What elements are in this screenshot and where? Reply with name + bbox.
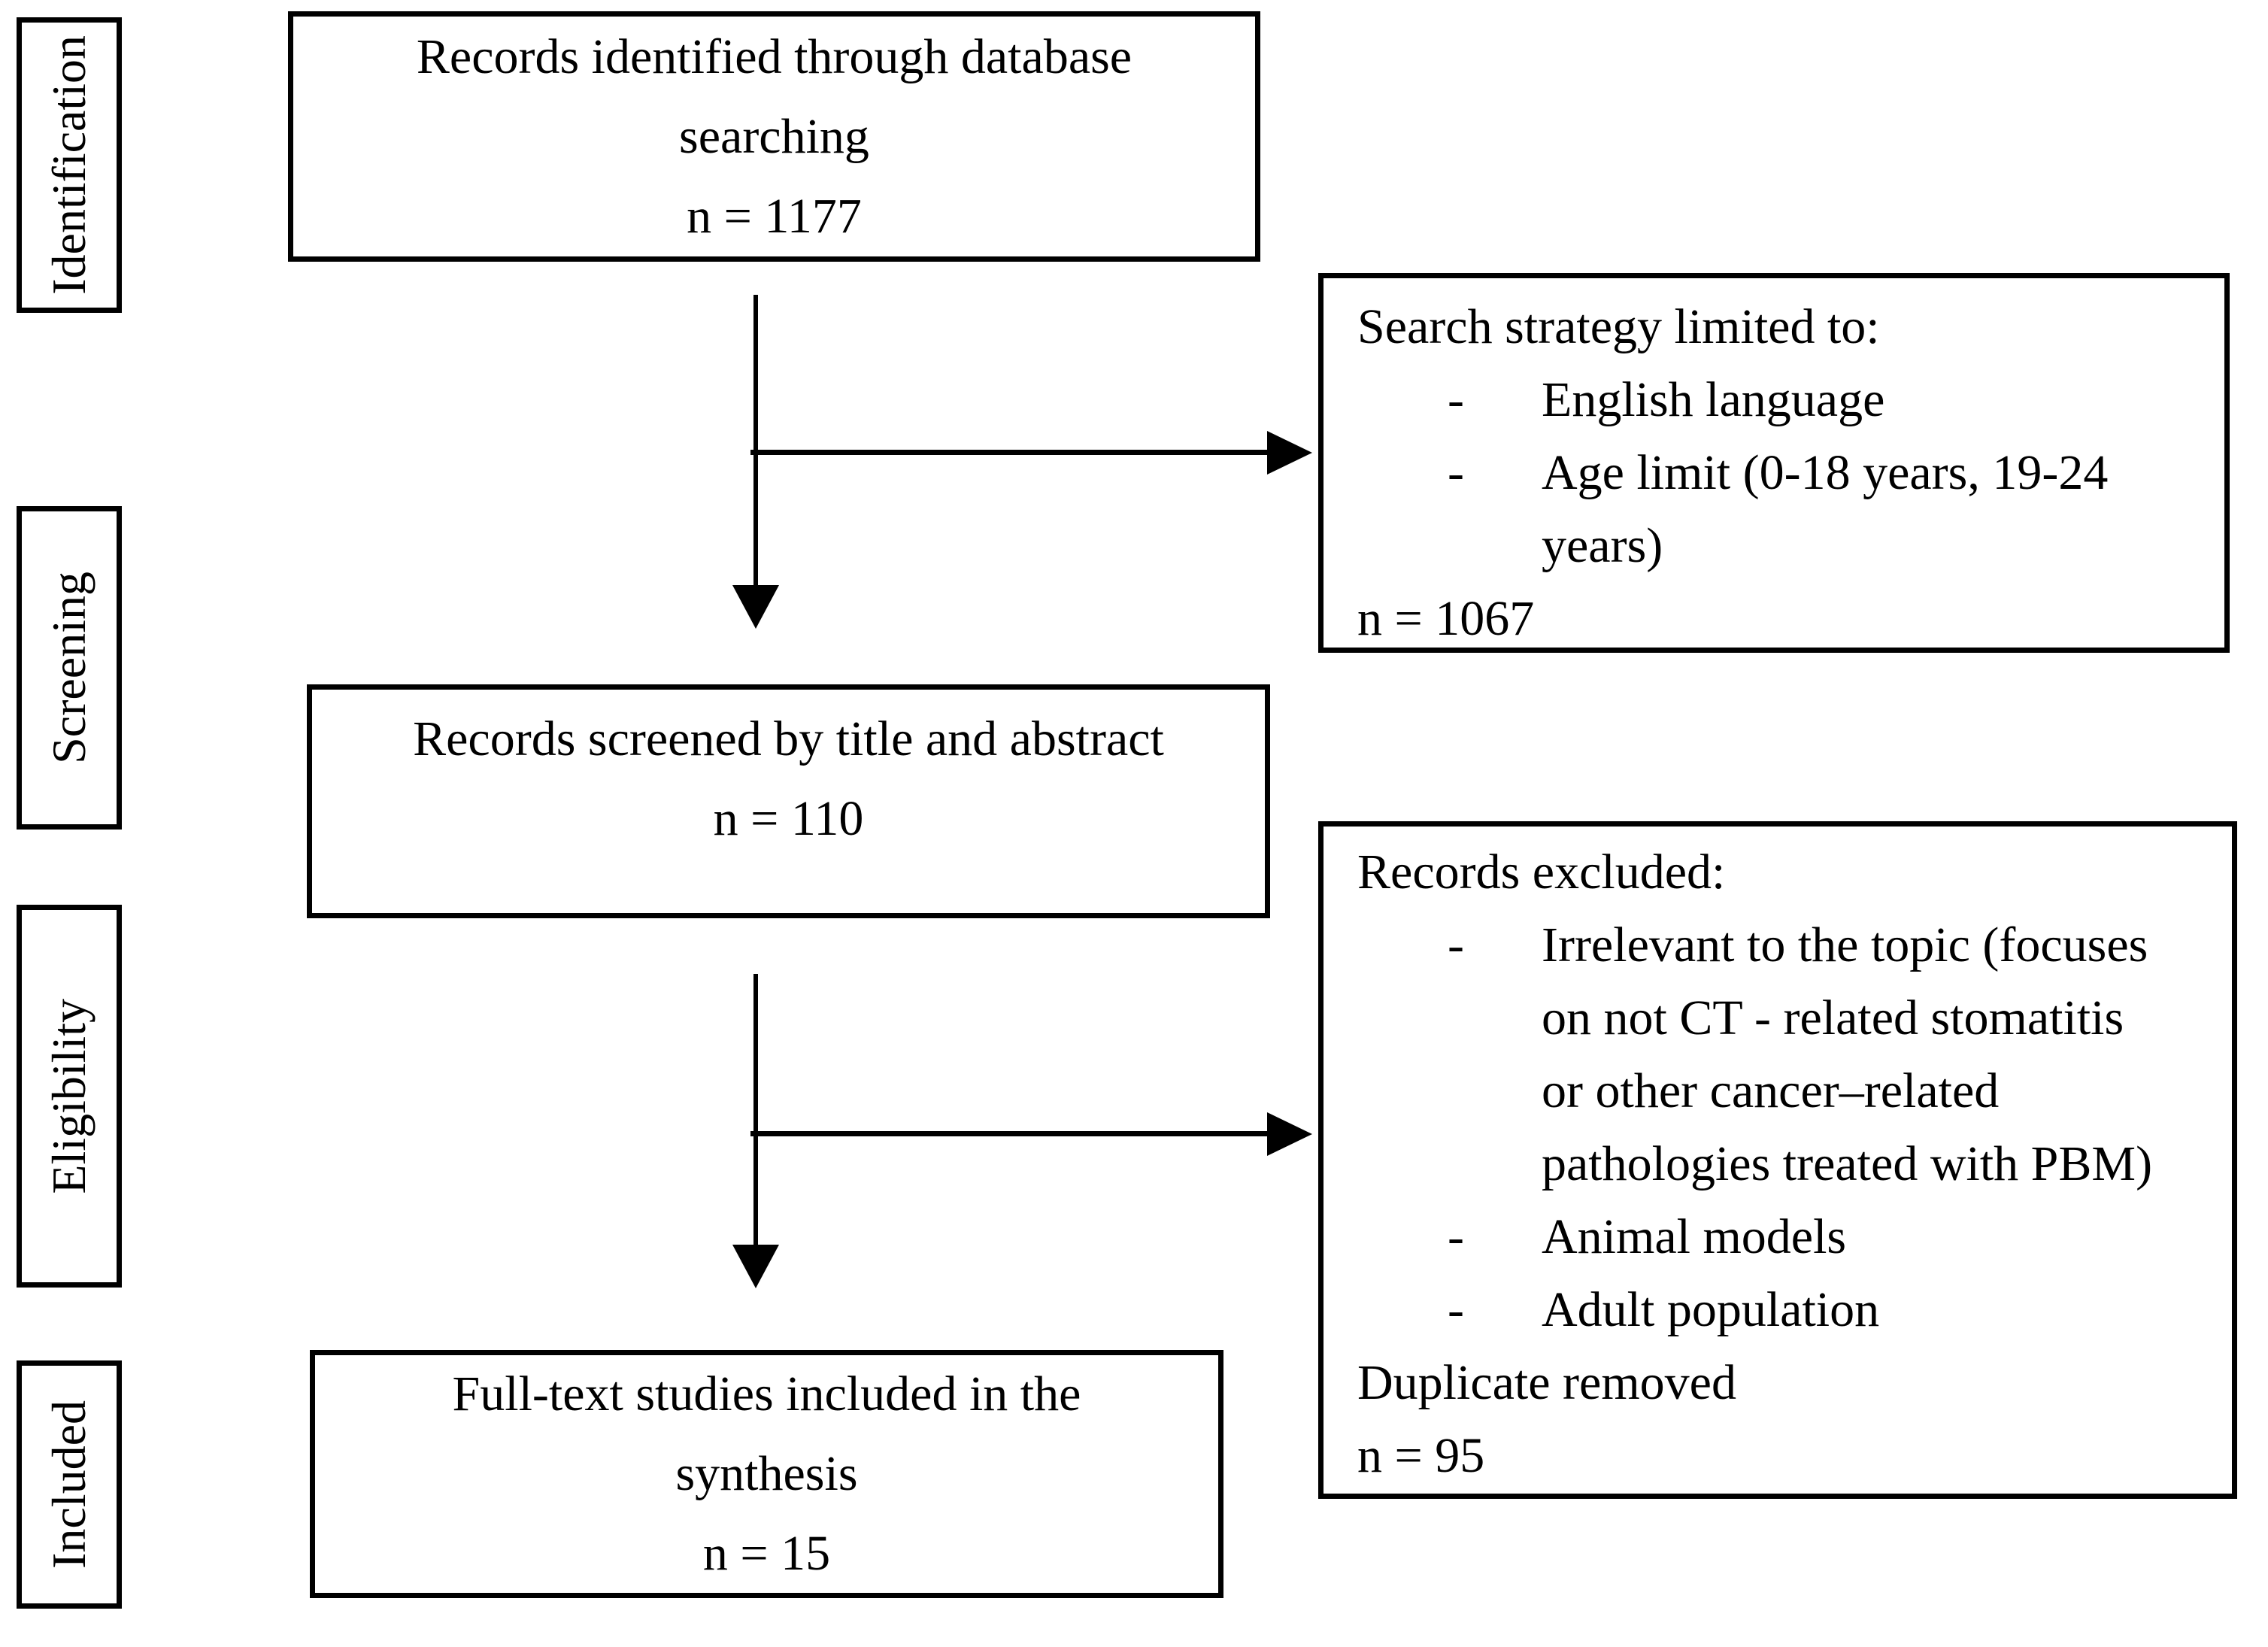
stage-box-screening: Screening [17,506,122,830]
stage-label-screening: Screening [42,572,96,764]
flow-box-line: Records screened by title and abstract [413,711,1164,766]
arrowhead-right-icon [1267,1112,1312,1156]
side-box-footer-line: Duplicate removed [1357,1355,1736,1410]
bullet-item: - English language [1324,363,2224,436]
arrow-shaft [753,974,758,1246]
bullet-text: Adult population [1542,1282,1880,1337]
flow-box-count: n = 110 [713,790,864,846]
arrow-shaft [750,1131,1269,1136]
bullet-text-continuation: on not CT - related stomatitis [1542,990,2124,1045]
bullet-dash: - [1448,918,1464,972]
stage-box-eligibility: Eligibility [17,905,122,1288]
flow-box-line: Full-text studies included in the [452,1366,1081,1421]
arrowhead-right-icon [1267,431,1312,475]
bullet-text-continuation: or other cancer–related [1542,1063,2000,1118]
side-box-records-excluded: Records excluded: - Irrelevant to the to… [1318,821,2237,1499]
side-box-count: n = 1067 [1357,591,1535,646]
bullet-text: Animal models [1542,1209,1847,1264]
bullet-dash: - [1448,445,1464,500]
stage-box-identification: Identification [17,17,122,313]
bullet-text-continuation: years) [1542,518,1663,573]
bullet-dash: - [1448,1282,1464,1337]
arrow-shaft [753,295,758,588]
side-box-search-strategy: Search strategy limited to: - English la… [1318,273,2230,653]
flow-box-count: n = 1177 [687,188,862,244]
flow-box-records-identified: Records identified through database sear… [288,11,1260,262]
flow-box-count: n = 15 [702,1526,831,1581]
bullet-item: - Animal models [1324,1200,2232,1273]
side-box-title: Search strategy limited to: [1357,299,1880,354]
bullet-text-continuation: pathologies treated with PBM) [1542,1136,2153,1191]
side-box-count: n = 95 [1357,1428,1485,1483]
bullet-text: Age limit (0-18 years, 19-24 [1542,445,2109,500]
flow-box-records-screened: Records screened by title and abstract n… [307,684,1270,918]
bullet-text: Irrelevant to the topic (focuses [1542,918,2148,972]
stage-label-included: Included [42,1400,96,1569]
flow-box-line: searching [679,108,869,164]
bullet-item: - Age limit (0-18 years, 19-24 [1324,436,2224,509]
bullet-dash: - [1448,1209,1464,1264]
arrow-shaft [750,450,1269,455]
bullet-item: - Irrelevant to the topic (focuses [1324,908,2232,981]
stage-label-eligibility: Eligibility [42,998,96,1194]
arrowhead-down-icon [732,585,779,629]
flow-box-line: Records identified through database [416,29,1132,84]
bullet-text: English language [1542,372,1885,427]
stage-label-identification: Identification [42,35,96,295]
bullet-item: - Adult population [1324,1273,2232,1346]
bullet-dash: - [1448,372,1464,427]
flow-box-line: synthesis [675,1446,858,1501]
stage-box-included: Included [17,1360,122,1609]
side-box-title: Records excluded: [1357,845,1726,899]
flow-box-full-text-included: Full-text studies included in the synthe… [310,1350,1223,1598]
arrowhead-down-icon [732,1245,779,1288]
